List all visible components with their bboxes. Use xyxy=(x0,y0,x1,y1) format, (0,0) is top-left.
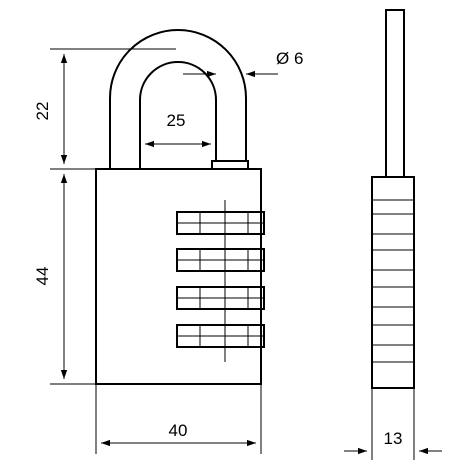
front-view xyxy=(95,29,265,385)
dial xyxy=(176,324,265,348)
dimension-label-shackle-diameter: Ø 6 xyxy=(276,49,303,68)
dimension-shackle-inner-width: 25 xyxy=(145,111,211,148)
shackle xyxy=(109,29,249,170)
dimension-depth: 13 xyxy=(344,388,442,460)
side-body xyxy=(371,176,415,389)
dimension-body-width: 40 xyxy=(95,384,262,454)
dial xyxy=(176,248,265,272)
side-view xyxy=(371,9,415,389)
side-dial-ridges xyxy=(372,199,414,363)
dimension-label-shackle-height: 22 xyxy=(33,102,52,121)
dial xyxy=(176,211,265,235)
dimension-body-height: 44 xyxy=(33,174,96,385)
dimension-label-body-width: 40 xyxy=(169,421,188,440)
dimension-label-depth: 13 xyxy=(384,429,403,448)
dimension-label-body-height: 44 xyxy=(33,267,52,286)
padlock-body xyxy=(95,168,262,385)
combination-dials xyxy=(176,200,265,362)
dimension-shackle-diameter: Ø 6 xyxy=(183,49,303,78)
dimension-shackle-height: 22 xyxy=(33,48,176,170)
dial xyxy=(176,286,265,310)
dimension-label-shackle-inner-width: 25 xyxy=(167,111,186,130)
side-shackle xyxy=(385,9,405,178)
